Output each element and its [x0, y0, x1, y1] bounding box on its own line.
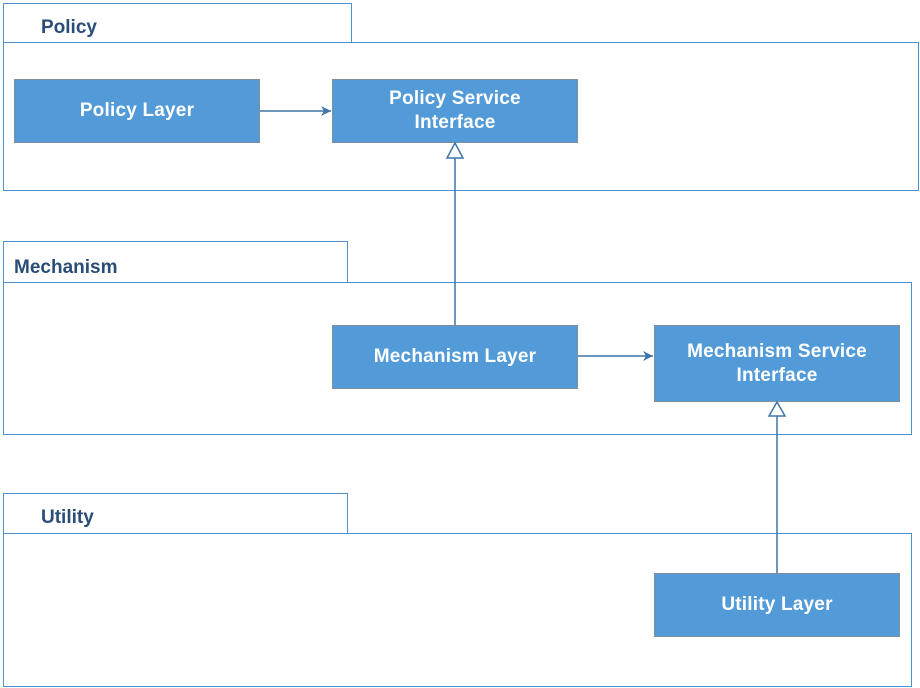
- mechanism-layer-label: Mechanism Layer: [373, 346, 537, 367]
- utility-package-tab: [3, 493, 348, 534]
- policy-package-tab: [3, 3, 352, 43]
- policy-layer-label: Policy Layer: [79, 100, 195, 121]
- utility-package-label: Utility: [41, 507, 94, 528]
- utility-layer-node[interactable]: Utility Layer: [654, 573, 900, 637]
- policy-service-interface-label: Policy Service Interface: [389, 88, 521, 133]
- policy-layer-node[interactable]: Policy Layer: [14, 79, 260, 143]
- mechanism-layer-node[interactable]: Mechanism Layer: [332, 325, 578, 389]
- mechanism-service-interface-label: Mechanism Service Interface: [687, 340, 867, 386]
- mechanism-package-tab: [3, 241, 348, 283]
- mechanism-package-label: Mechanism: [14, 257, 118, 278]
- mechanism-service-interface-node[interactable]: Mechanism Service Interface: [654, 325, 900, 402]
- utility-layer-label: Utility Layer: [721, 594, 833, 615]
- policy-service-interface-node[interactable]: Policy Service Interface: [332, 79, 578, 143]
- policy-package-label: Policy: [41, 17, 97, 38]
